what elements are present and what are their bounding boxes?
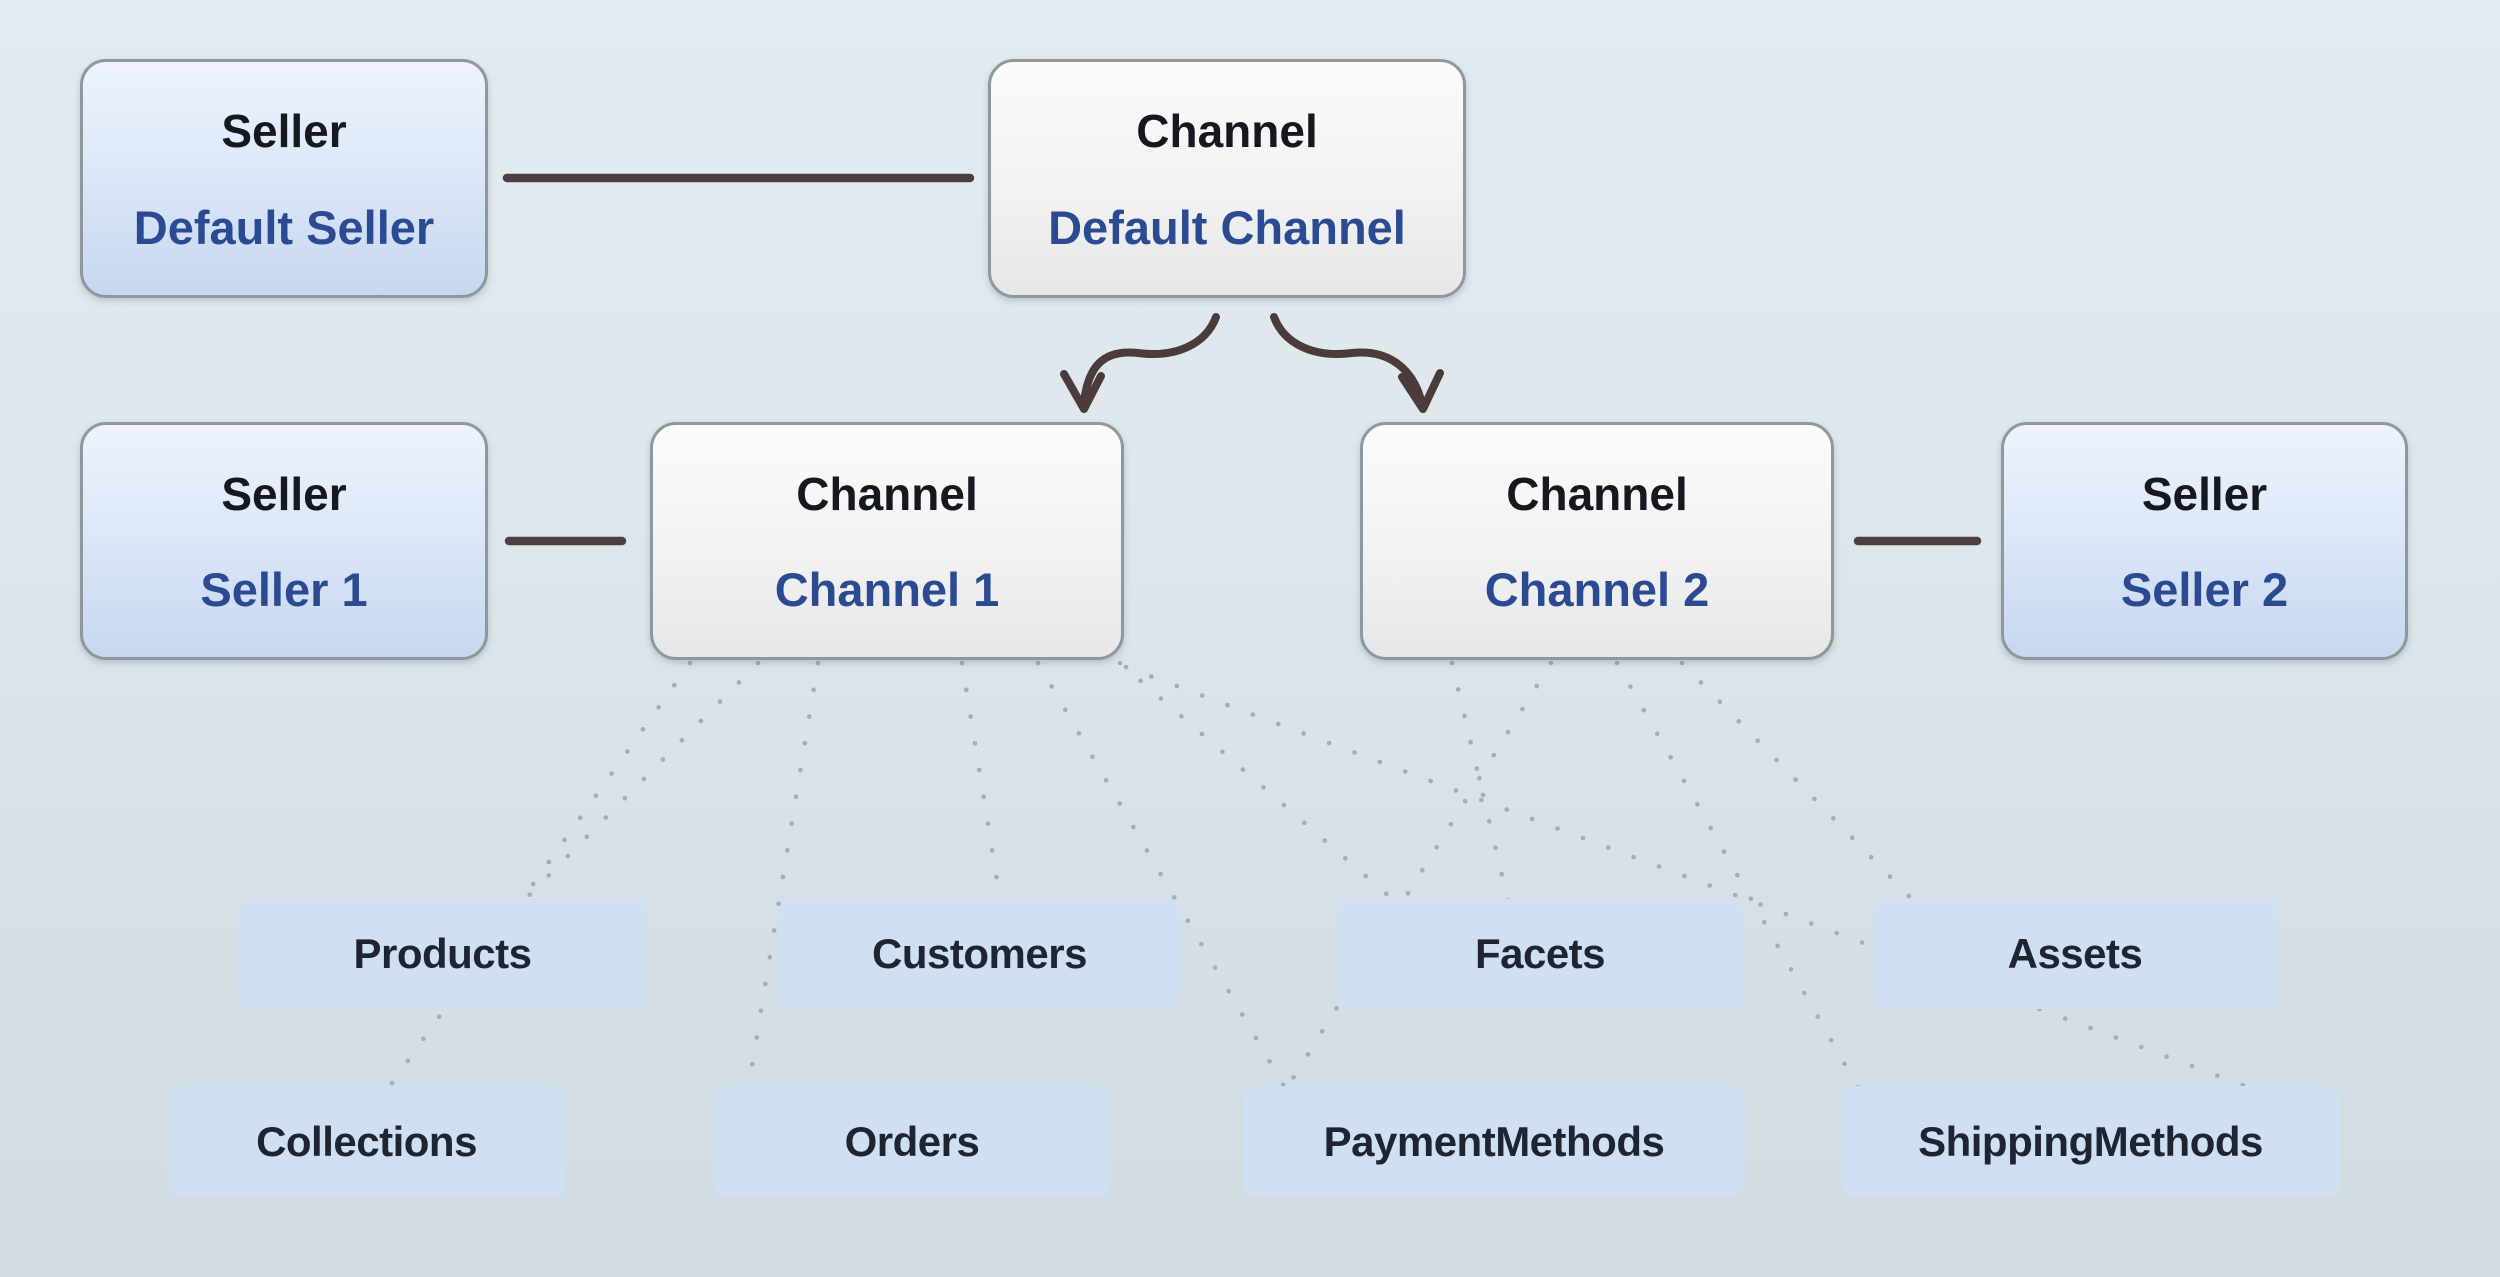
entity-label: Orders <box>844 1117 980 1165</box>
entity-label: PaymentMethods <box>1323 1117 1665 1165</box>
node-name-label: Default Seller <box>133 201 435 254</box>
entity-facets: Facets <box>1337 899 1743 1009</box>
arrowhead-right-icon <box>1398 369 1444 413</box>
dotted-link-channel1-facets <box>1117 660 1431 933</box>
node-type-label: Seller <box>221 105 347 157</box>
dotted-link-channel1-collections <box>377 660 693 1103</box>
arrow-default-channel-to-channel2 <box>1270 313 1425 404</box>
entity-label: Collections <box>256 1117 477 1165</box>
node-name-label: Seller 1 <box>200 563 368 616</box>
dotted-link-channel1-shippingmethods <box>1123 664 2275 1099</box>
entity-collections: Collections <box>167 1086 566 1197</box>
dotted-link-channel1-orders <box>745 660 821 1093</box>
entity-orders: Orders <box>713 1086 1111 1197</box>
entity-products: Products <box>238 899 647 1009</box>
node-default-seller: Seller Default Seller <box>80 59 488 298</box>
curved-arrows <box>1060 313 1444 413</box>
entity-label: Assets <box>2007 930 2143 977</box>
node-type-label: Channel <box>1506 468 1688 520</box>
dotted-link-channel1-customers <box>959 660 1008 933</box>
node-name-label: Default Channel <box>1048 201 1406 254</box>
entity-label: Facets <box>1474 930 1606 977</box>
node-name-label: Seller 2 <box>2120 563 2289 616</box>
dotted-links <box>377 660 2275 1103</box>
node-seller-2: Seller Seller 2 <box>2001 422 2408 660</box>
node-channel-2: Channel Channel 2 <box>1360 422 1834 660</box>
node-seller-1: Seller Seller 1 <box>80 422 488 660</box>
entity-assets: Assets <box>1873 899 2277 1009</box>
arrowhead-left-icon <box>1060 370 1105 413</box>
entity-paymentmethods: PaymentMethods <box>1243 1086 1745 1197</box>
entity-customers: Customers <box>778 899 1181 1009</box>
entity-shippingmethods: ShippingMethods <box>1841 1086 2340 1197</box>
entity-label: Products <box>353 930 532 977</box>
dotted-link-channel2-assets <box>1679 660 1947 935</box>
entity-label: Customers <box>872 930 1087 977</box>
dotted-link-channel2-facets <box>1449 660 1519 938</box>
node-type-label: Channel <box>1136 105 1318 157</box>
dotted-link-channel1-products <box>492 660 761 933</box>
dotted-link-channel1-paymentmethods <box>1035 660 1288 1091</box>
node-name-label: Channel 1 <box>774 563 1000 616</box>
solid-links <box>502 173 1982 546</box>
node-type-label: Seller <box>221 468 347 520</box>
node-default-channel: Channel Default Channel <box>988 59 1466 298</box>
dotted-link-channel2-shippingmethods <box>1614 660 1867 1101</box>
arrow-default-channel-to-channel1 <box>1080 313 1220 406</box>
dotted-link-channel2-paymentmethods <box>1284 660 1554 1091</box>
node-name-label: Channel 2 <box>1484 563 1710 616</box>
entity-label: ShippingMethods <box>1918 1117 2263 1165</box>
node-channel-1: Channel Channel 1 <box>650 422 1124 660</box>
node-type-label: Seller <box>2141 468 2268 520</box>
node-type-label: Channel <box>796 468 978 520</box>
